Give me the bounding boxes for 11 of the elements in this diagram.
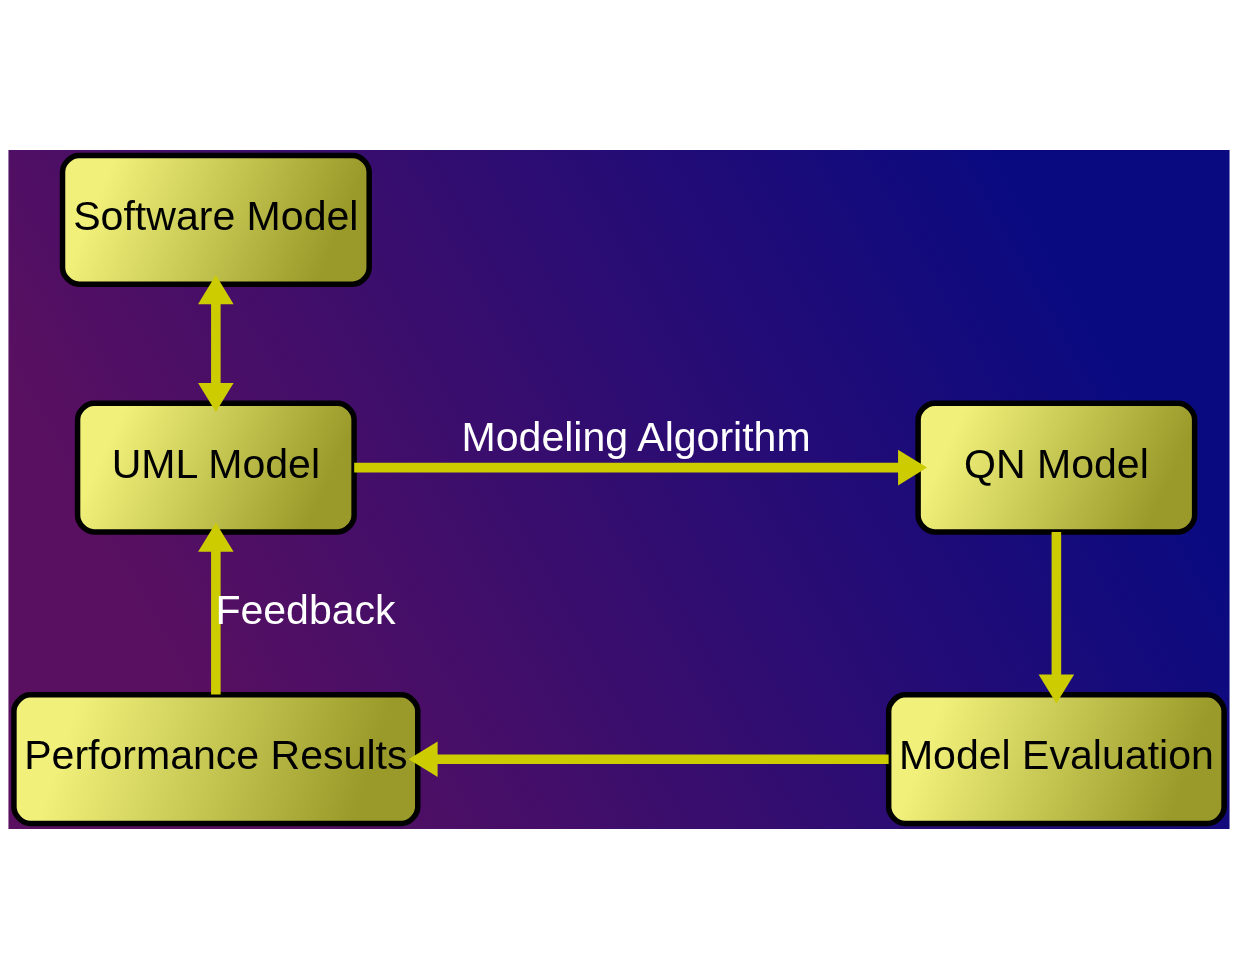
node-box: UML Model	[74, 400, 357, 535]
node-box: Software Model	[59, 152, 372, 287]
edge-label: Modeling Algorithm	[461, 413, 811, 460]
arrow	[198, 274, 234, 412]
arrow	[408, 740, 889, 777]
arrow	[354, 449, 928, 485]
node-box: QN Model	[915, 400, 1198, 535]
arrow	[198, 522, 234, 694]
arrow	[1038, 531, 1075, 704]
node-box: Performance Results	[11, 691, 421, 826]
node-box: Model Evaluation	[885, 691, 1227, 826]
